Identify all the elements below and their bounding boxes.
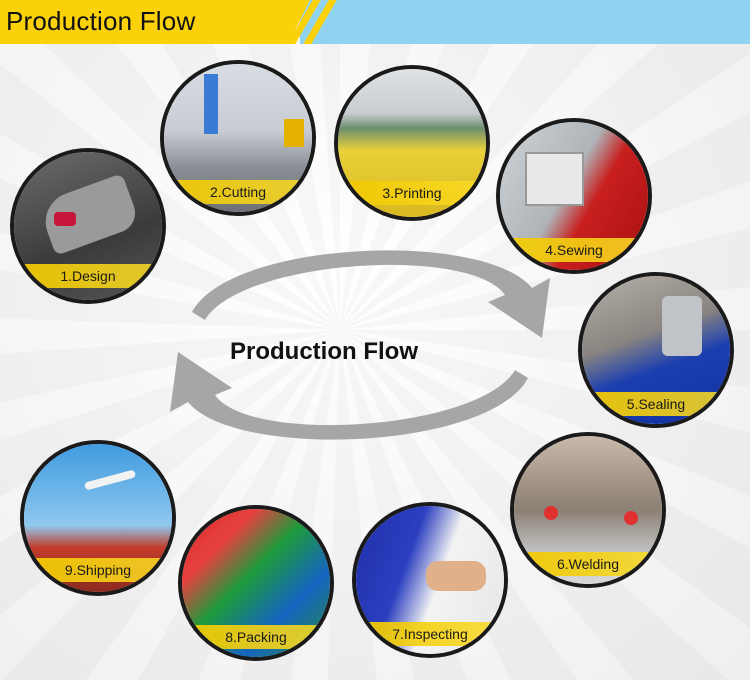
step-circle-shipping: 9.Shipping: [20, 440, 176, 596]
step-label: 8.Packing: [225, 629, 287, 645]
step-label: 3.Printing: [382, 185, 442, 201]
step-circle-sewing: 4.Sewing: [496, 118, 652, 274]
step-label: 5.Sealing: [626, 396, 686, 412]
label-bar: [500, 238, 648, 262]
label-bar: [582, 392, 730, 416]
banner-title: Production Flow: [6, 6, 196, 36]
step-label: 6.Welding: [556, 556, 619, 572]
step-circle-inspecting: 7.Inspecting: [352, 502, 508, 658]
step-circle-sealing: 5.Sealing: [578, 272, 734, 428]
label-bar: [356, 622, 504, 646]
airplane-icon: [83, 469, 137, 491]
step-circle-design: 1.Design: [10, 148, 166, 304]
label-bar: [14, 264, 162, 288]
label-bar: [24, 558, 172, 582]
label-bar: [182, 625, 330, 649]
step-circle-packing: 8.Packing: [178, 505, 334, 661]
step-label: 7.Inspecting: [392, 626, 468, 642]
top-arrow: [192, 250, 550, 338]
bottom-arrow: [170, 352, 528, 440]
step-circle-cutting: 2.Cutting: [160, 60, 316, 216]
banner-yellow-band: [0, 0, 310, 44]
header-banner: Production Flow: [0, 0, 750, 44]
step-circle-welding: 6.Welding: [510, 432, 666, 588]
step-label: 9.Shipping: [64, 562, 132, 578]
label-bar: [514, 552, 662, 576]
label-bar: [164, 180, 312, 204]
step-label: 2.Cutting: [209, 184, 267, 200]
banner-blue-band: [300, 0, 750, 44]
step-label: 4.Sewing: [545, 242, 603, 258]
step-circle-printing: 3.Printing: [334, 65, 490, 221]
cycle-arrows-icon: [170, 250, 550, 440]
step-label: 1.Design: [60, 268, 116, 284]
center-title: Production Flow: [230, 338, 418, 365]
label-bar: [338, 181, 486, 205]
